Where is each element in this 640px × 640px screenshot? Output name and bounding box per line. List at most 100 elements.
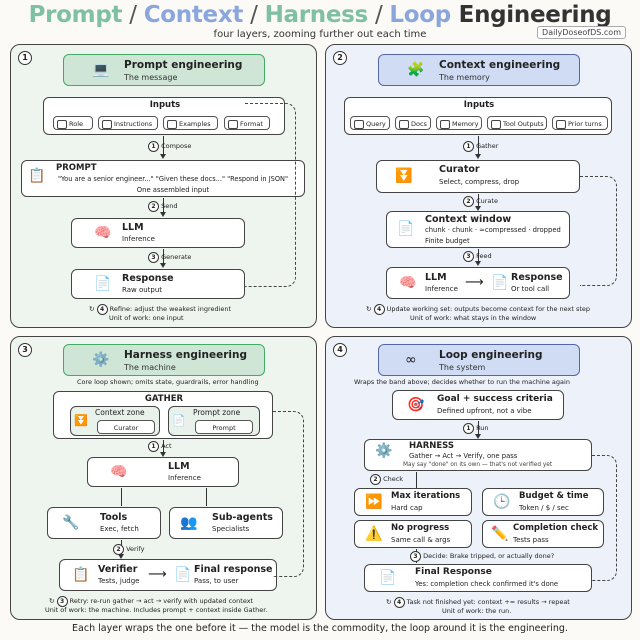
prompt-subtitle: One assembled input bbox=[136, 186, 210, 194]
harness-box: ⚙️ HARNESS Gather → Act → Verify, one pa… bbox=[364, 439, 592, 471]
prompt-title: PROMPT bbox=[56, 163, 97, 173]
connector bbox=[163, 249, 164, 266]
inputs-title: Inputs bbox=[463, 100, 495, 110]
laptop-icon: 💻 bbox=[92, 62, 110, 78]
header-subtitle: The system bbox=[439, 363, 486, 372]
gather-box: GATHER ⏬ Context zone Curator 📄 Prompt z… bbox=[53, 391, 273, 439]
refresh-icon: ↻ bbox=[366, 305, 372, 313]
completion-check-subtitle: Tests pass bbox=[513, 536, 549, 544]
loop-description: Wraps the band above; decides whether to… bbox=[354, 378, 570, 386]
step-check: 2 Check bbox=[370, 474, 403, 485]
connector bbox=[206, 488, 207, 506]
chip-label: Examples bbox=[179, 120, 211, 128]
header-subtitle: The message bbox=[124, 73, 178, 82]
no-progress-subtitle: Same call & args bbox=[391, 536, 451, 544]
harness-title: HARNESS bbox=[409, 441, 455, 451]
curator-chip: Curator bbox=[97, 420, 155, 434]
arrow-down bbox=[475, 434, 481, 439]
org-chart-icon: 👥 bbox=[180, 515, 198, 531]
llm-response-box: 🧠 LLM Inference ⟶ 📄 Response Or tool cal… bbox=[386, 267, 570, 299]
harness-note: May say "done" on its own — that's not v… bbox=[403, 462, 553, 468]
prompt-chip: Prompt bbox=[195, 420, 253, 434]
tool-icon bbox=[491, 120, 501, 129]
refresh-icon: ↻ bbox=[386, 598, 392, 606]
header-title: Loop engineering bbox=[439, 349, 543, 361]
gather-title: GATHER bbox=[144, 394, 184, 404]
max-iterations-subtitle: Hard cap bbox=[391, 504, 423, 512]
context-header: 🧩 Context engineering The memory bbox=[378, 54, 580, 86]
step-label: Update working set: outputs become conte… bbox=[386, 305, 591, 313]
connector bbox=[478, 136, 479, 157]
pencil-icon: ✏️ bbox=[491, 526, 509, 542]
update-note: ↻ 4 Update working set: outputs become c… bbox=[366, 304, 590, 315]
arrow-down bbox=[160, 263, 166, 268]
step-number: 4 bbox=[393, 597, 405, 608]
step-number: 1 bbox=[148, 441, 159, 452]
panel-number: 3 bbox=[18, 343, 32, 357]
step-compose: 1 Compose bbox=[148, 141, 191, 152]
subagents-title: Sub-agents bbox=[212, 512, 273, 523]
document-icon: 📄 bbox=[94, 276, 112, 292]
title-sep: / bbox=[122, 2, 144, 28]
inputs-box: Inputs Query Docs Memory Tool Outputs Pr… bbox=[344, 97, 612, 135]
completion-check-title: Completion check bbox=[513, 523, 599, 533]
chip-memory: Memory bbox=[436, 116, 482, 130]
arrow-down bbox=[160, 154, 166, 159]
retry-note: ↻ 3 Retry: re-run gather → act → verify … bbox=[49, 596, 253, 607]
connector bbox=[416, 472, 417, 488]
step-send: 2 Send bbox=[148, 201, 177, 212]
arrow-down bbox=[160, 452, 166, 457]
header-subtitle: The machine bbox=[124, 363, 176, 372]
max-iterations-title: Max iterations bbox=[391, 491, 461, 501]
response-subtitle: Or tool call bbox=[511, 285, 550, 293]
step-decide: 3 Decide: Brake tripped, or actually don… bbox=[410, 551, 554, 562]
brain-icon: 🧠 bbox=[94, 225, 112, 241]
panel-context-engineering: 2 🧩 Context engineering The memory Input… bbox=[325, 44, 632, 328]
step-number: 2 bbox=[463, 196, 474, 207]
context-zone: ⏬ Context zone Curator bbox=[70, 406, 160, 436]
clipboard-check-icon: 📋 bbox=[72, 567, 90, 583]
step-label: Task not finished yet: context += result… bbox=[406, 598, 570, 606]
panel-number: 2 bbox=[333, 51, 347, 65]
completion-check-box: ✏️ Completion check Tests pass bbox=[482, 520, 604, 548]
brain-icon: 🧠 bbox=[399, 275, 417, 291]
chip-query: Query bbox=[350, 116, 390, 130]
connector bbox=[163, 136, 164, 157]
verifier-final-box: 📋 Verifier Tests, judge ⟶ 📄 Final respon… bbox=[59, 559, 277, 591]
prompt-box: 📋 PROMPT "You are a senior engineer..." … bbox=[21, 160, 305, 197]
context-window-box: 📄 Context window chunk · chunk · ≈compre… bbox=[386, 211, 570, 248]
search-icon bbox=[354, 120, 364, 129]
role-icon bbox=[57, 120, 67, 129]
connector bbox=[163, 198, 164, 215]
response-title: Response bbox=[122, 273, 174, 284]
title-harness: Harness bbox=[264, 2, 369, 28]
connector bbox=[478, 421, 479, 437]
refine-note: ↻ 4 Refine: adjust the weakest ingredien… bbox=[89, 304, 231, 315]
gear-icon: ⚙️ bbox=[92, 352, 110, 368]
budget-time-subtitle: Token / $ / sec bbox=[519, 504, 569, 512]
llm-subtitle: Inference bbox=[168, 474, 201, 482]
chip-label: Query bbox=[366, 120, 386, 128]
arrow-right-icon: ⟶ bbox=[465, 275, 484, 290]
step-number: 1 bbox=[463, 423, 474, 434]
final-response-title: Final response bbox=[194, 564, 273, 575]
arrow-down bbox=[118, 554, 124, 559]
step-number: 1 bbox=[148, 141, 159, 152]
inputs-box: Inputs Role Instructions Examples Format bbox=[43, 97, 285, 135]
prompt-text: "You are a senior engineer..." "Given th… bbox=[58, 175, 288, 183]
step-label: Send bbox=[161, 202, 178, 210]
step-act: 1 Act bbox=[148, 441, 172, 452]
no-progress-box: ⚠️ No progress Same call & args bbox=[354, 520, 472, 548]
inputs-title: Inputs bbox=[149, 100, 181, 110]
chip-prior-turns: Prior turns bbox=[552, 116, 608, 130]
panel-harness-engineering: 3 ⚙️ Harness engineering The machine Cor… bbox=[10, 336, 317, 620]
chip-format: Format bbox=[224, 116, 270, 130]
chip-label: Instructions bbox=[114, 120, 153, 128]
title-context: Context bbox=[143, 2, 244, 28]
title-sep: / bbox=[367, 2, 390, 28]
llm-title: LLM bbox=[425, 272, 447, 283]
repeat-loop bbox=[592, 455, 617, 581]
context-window-chunks: chunk · chunk · ≈compressed · dropped bbox=[425, 226, 561, 234]
format-icon bbox=[228, 120, 238, 129]
step-feed: 3 Feed bbox=[463, 251, 492, 262]
